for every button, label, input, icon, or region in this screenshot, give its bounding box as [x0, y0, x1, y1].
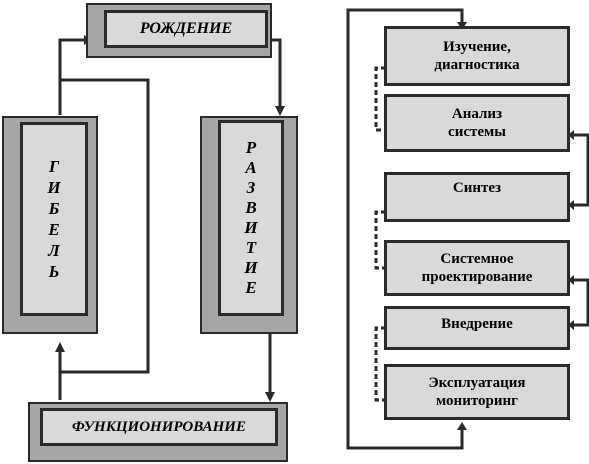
arrowhead-bracket1	[568, 130, 574, 140]
development-letter: В	[245, 198, 257, 217]
death-letter: Л	[48, 241, 60, 260]
development-box: Р А З В И Т И Е	[218, 120, 284, 316]
development-letter: Р	[245, 138, 257, 157]
development-letter: И	[244, 218, 258, 237]
step-label: Анализ	[451, 106, 503, 122]
step-label: Системное	[440, 251, 514, 267]
death-letter: И	[47, 178, 61, 197]
step-label: Внедрение	[441, 316, 513, 332]
step-label: Синтез	[452, 180, 502, 196]
death-letter: Ь	[48, 262, 60, 281]
arrowhead-loop-bottom	[457, 422, 467, 430]
development-letter: И	[244, 258, 258, 277]
functioning-box: ФУНКЦИОНИРОВАНИЕ	[40, 408, 278, 446]
functioning-label: ФУНКЦИОНИРОВАНИЕ	[72, 418, 246, 435]
arrowhead-bracket4	[568, 320, 574, 330]
arrow-death-to-birth	[58, 38, 86, 115]
development-letter: З	[246, 178, 256, 197]
arrowhead-death	[55, 342, 65, 352]
death-box: Г И Б Е Л Ь	[20, 122, 88, 316]
step-synthesis: Синтез	[384, 172, 570, 222]
step-label: диагностика	[434, 57, 520, 73]
line-right-loop	[346, 420, 464, 450]
arrowhead-development	[275, 106, 285, 116]
step-operation: Эксплуатация мониторинг	[384, 364, 570, 420]
arrowhead-bracket3	[568, 275, 574, 285]
arrowhead-functioning	[265, 392, 275, 402]
development-letter: Е	[245, 278, 257, 297]
line-cycle-middle	[60, 78, 150, 374]
step-label: проектирование	[421, 269, 533, 285]
development-letter: Т	[245, 238, 257, 257]
step-analysis: Анализ системы	[384, 94, 570, 152]
death-letter: Б	[48, 199, 60, 218]
bracket-design-implementation	[570, 278, 589, 327]
step-study: Изучение, диагностика	[384, 26, 570, 86]
birth-label: РОЖДЕНИЕ	[139, 20, 233, 37]
bracket-analysis-synthesis	[570, 133, 589, 207]
arrowhead-bracket2	[568, 200, 574, 210]
step-label: системы	[448, 124, 506, 140]
step-design: Системное проектирование	[384, 240, 570, 296]
step-implementation: Внедрение	[384, 306, 570, 350]
step-label: Изучение,	[443, 39, 511, 55]
bracket-synthesis-design	[374, 210, 386, 270]
step-label: мониторинг	[436, 393, 518, 409]
arrow-birth-to-development	[270, 38, 282, 108]
birth-box: РОЖДЕНИЕ	[104, 10, 268, 48]
step-label: Эксплуатация	[428, 375, 526, 391]
line-right-loop-top	[346, 8, 464, 448]
development-letter: А	[245, 158, 257, 177]
death-letter: Е	[48, 220, 60, 239]
bracket-study-analysis	[374, 66, 386, 132]
bracket-implementation-operation	[374, 326, 386, 402]
death-letter: Г	[48, 157, 60, 176]
